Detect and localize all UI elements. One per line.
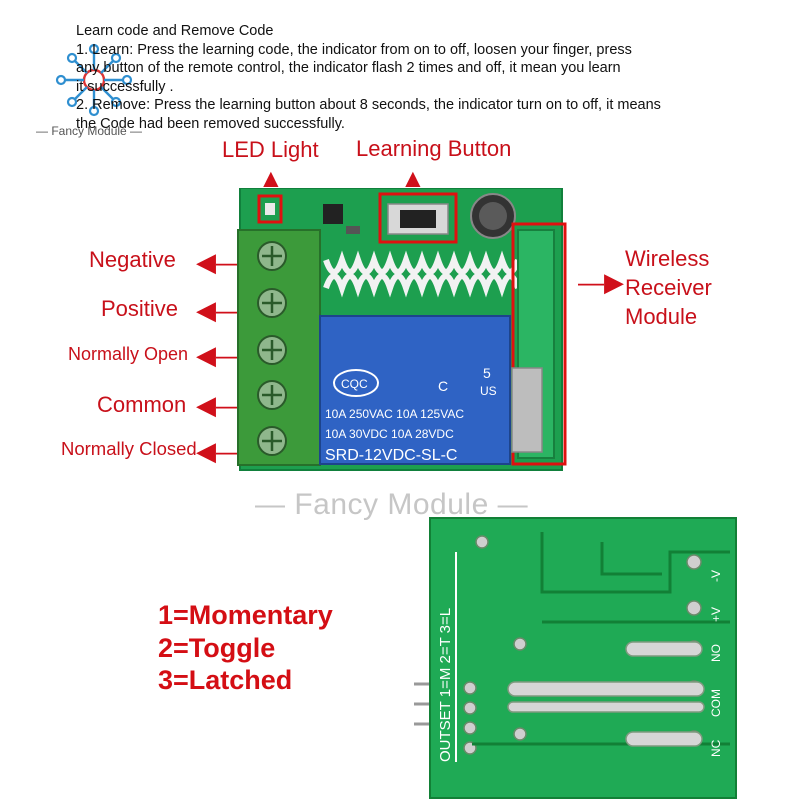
- pin-label-com: COM: [709, 689, 723, 717]
- learning-button-highlight-box: [378, 192, 458, 244]
- wireless-label-line-2: Receiver: [625, 275, 712, 300]
- relay-cert-us: US: [480, 384, 497, 398]
- led-light-label: LED Light: [222, 137, 319, 162]
- instructions-text: Learn code and Remove Code 1. Learn: Pre…: [76, 22, 796, 133]
- normally-open-label: Normally Open: [68, 344, 189, 364]
- normally-closed-label: Normally Closed: [61, 438, 197, 459]
- wireless-module-highlight-box: [511, 222, 567, 466]
- arrow-left-common-icon: ◀—: [196, 390, 242, 420]
- instructions-title: Learn code and Remove Code: [76, 23, 274, 39]
- pin-label-no: NO: [709, 644, 723, 662]
- relay-model: SRD-12VDC-SL-C: [325, 447, 457, 464]
- arrow-up-learning-icon: ▲: [400, 163, 426, 193]
- pin-label-nc: NC: [709, 739, 723, 757]
- wireless-label-line-1: Wireless: [625, 246, 710, 271]
- arrow-up-led-icon: ▲: [258, 163, 284, 193]
- relay-cert-cqc: CQC: [341, 377, 368, 391]
- wireless-label-line-3: Module: [625, 304, 698, 329]
- instructions-line-2: any button of the remote control, the in…: [76, 60, 621, 76]
- back-board-illustration: OUTSET 1=M 2=T 3=L -V +V NO COM NC: [414, 517, 737, 799]
- relay-number: 5: [483, 365, 491, 381]
- pin-label-minus-v: -V: [709, 570, 723, 582]
- mode-toggle: 2=Toggle: [158, 633, 276, 663]
- watermark-middle: — Fancy Module —: [255, 488, 529, 521]
- arrow-right-wireless-icon: —▶: [578, 267, 624, 297]
- led-highlight-box: [257, 194, 283, 224]
- relay-cert-c: C: [438, 378, 448, 394]
- learning-button-label: Learning Button: [356, 136, 512, 161]
- fancy-module-logo: [55, 43, 133, 117]
- outset-silkscreen: OUTSET 1=M 2=T 3=L: [437, 608, 454, 762]
- arrow-left-negative-icon: ◀—: [196, 247, 242, 277]
- relay-rating-2: 10A 30VDC 10A 28VDC: [325, 427, 454, 441]
- instructions-line-3: it successfully .: [76, 78, 174, 95]
- relay-rating-1: 10A 250VAC 10A 125VAC: [325, 407, 464, 421]
- instructions-line-4: 2. Remove: Press the learning button abo…: [76, 97, 661, 113]
- positive-label: Positive: [101, 296, 179, 321]
- pin-label-plus-v: +V: [709, 607, 723, 622]
- front-board-illustration: CQC C US 5 10A 250VAC 10A 125VAC 10A 30V…: [237, 188, 567, 471]
- wireless-receiver-module-label: Wireless Receiver Module: [625, 244, 712, 331]
- learning-button: [400, 210, 436, 228]
- common-label: Common: [97, 392, 187, 417]
- negative-label: Negative: [89, 247, 176, 272]
- mode-latched: 3=Latched: [158, 665, 293, 695]
- arrow-left-positive-icon: ◀—: [196, 295, 242, 325]
- mode-momentary: 1=Momentary: [158, 600, 333, 630]
- pcb-back: [429, 517, 737, 799]
- watermark-top: — Fancy Module —: [36, 124, 143, 138]
- arrow-left-nc-icon: ◀—: [196, 436, 242, 466]
- relay: [319, 315, 511, 465]
- arrow-left-no-icon: ◀—: [196, 340, 242, 370]
- instructions-line-1: 1. Learn: Press the learning code, the i…: [76, 41, 632, 58]
- instructions-line-5: the Code had been removed successfully.: [76, 115, 345, 132]
